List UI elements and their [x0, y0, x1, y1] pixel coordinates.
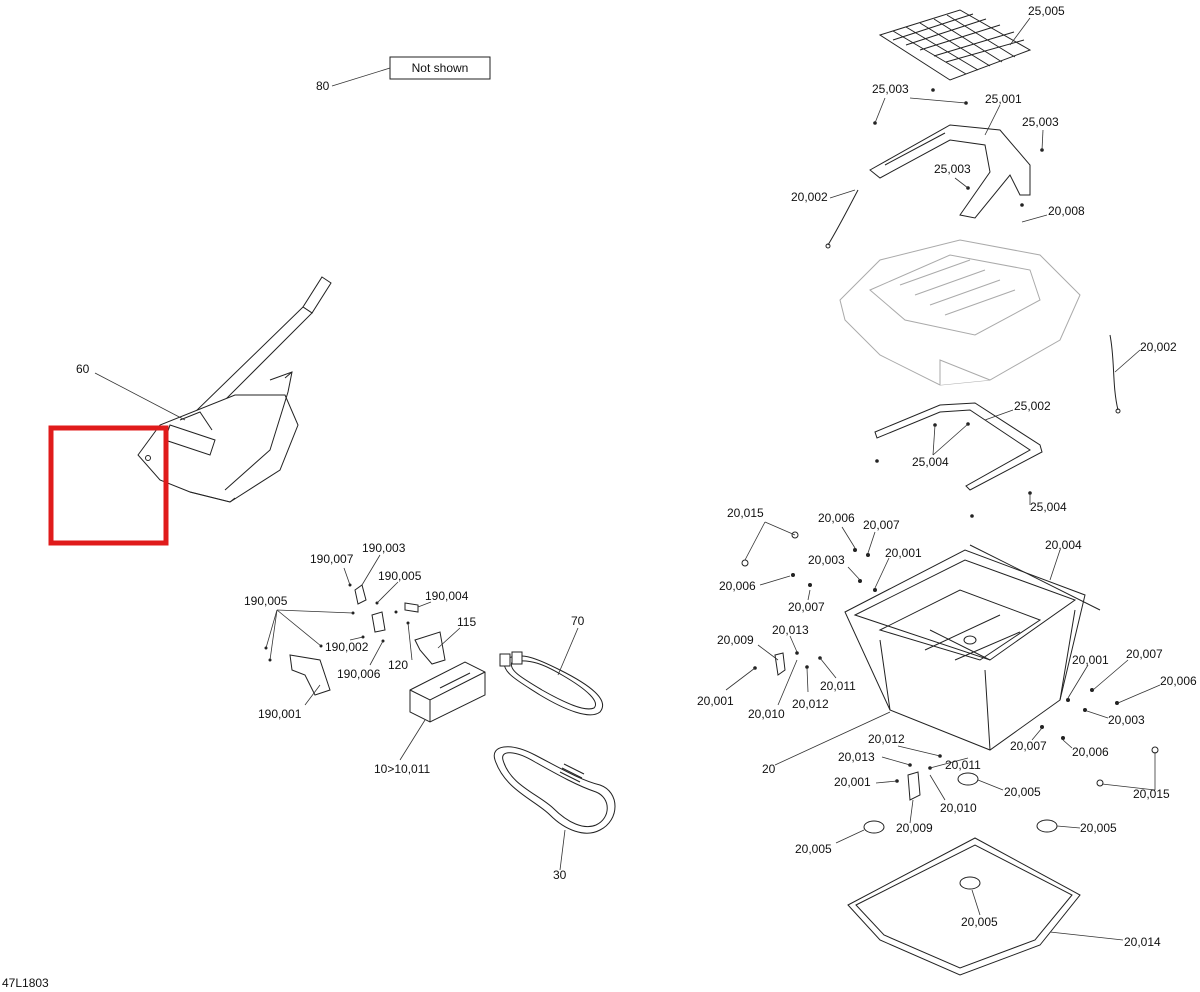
hardware-group-20-right: 20,001 20,007 20,006 20,003 20,007 20,00… [1010, 647, 1197, 801]
label-20013-bottom: 20,013 [838, 750, 875, 764]
not-shown-label: Not shown [412, 61, 469, 75]
label-20010-left: 20,010 [748, 707, 785, 721]
cable-right-part: 20,002 [1109, 334, 1177, 414]
label-20006-lower: 20,006 [1072, 745, 1109, 759]
label-20007-right: 20,007 [1126, 647, 1163, 661]
label-25004-right: 25,004 [1030, 500, 1067, 514]
label-20005-mat: 20,005 [961, 915, 998, 929]
hardware-group-20-bottom: 20,012 20,013 20,011 20,001 20,010 20,00… [795, 732, 1117, 856]
label-20005-right: 20,005 [1080, 821, 1117, 835]
label-190003: 190,003 [362, 541, 406, 555]
hardware-group-20-left: 20,015 20,006 20,007 20,006 20,007 20,00… [697, 506, 922, 721]
label-20001-right: 20,001 [1072, 653, 1109, 667]
label-20014: 20,014 [1124, 935, 1161, 949]
label-20003-right: 20,003 [1108, 713, 1145, 727]
lid-part [839, 239, 1081, 386]
label-20009-bottom: 20,009 [896, 821, 933, 835]
label-25003-mid: 25,003 [934, 162, 971, 176]
label-20010-bottom: 20,010 [940, 801, 977, 815]
label-60: 60 [76, 362, 90, 376]
label-20006-upper: 20,006 [818, 511, 855, 525]
label-25002: 25,002 [1014, 399, 1051, 413]
label-20007-left-bottom: 20,007 [788, 600, 825, 614]
label-10: 10>10,011 [374, 762, 430, 776]
label-190007: 190,007 [310, 552, 354, 566]
label-20006-right: 20,006 [1160, 674, 1197, 688]
label-20: 20 [762, 762, 776, 776]
label-20011-bottom: 20,011 [945, 758, 981, 772]
label-70: 70 [571, 614, 585, 628]
label-190006: 190,006 [337, 667, 381, 681]
label-25005: 25,005 [1028, 4, 1065, 18]
label-20007-lower: 20,007 [1010, 739, 1047, 753]
drawing-code: 47L1803 [2, 976, 49, 990]
drive-belt-part: 30 [493, 746, 616, 882]
label-20002-right: 20,002 [1140, 340, 1177, 354]
label-80: 80 [316, 79, 330, 93]
label-190001: 190,001 [258, 707, 302, 721]
highlight-box [48, 425, 169, 546]
label-115: 115 [457, 615, 476, 629]
label-20002-left: 20,002 [791, 190, 828, 204]
battery-pack-part: 10>10,011 [374, 661, 486, 776]
label-20012-left: 20,012 [792, 697, 829, 711]
label-190002: 190,002 [325, 640, 369, 654]
label-20005-left: 20,005 [795, 842, 832, 856]
label-20001-upper: 20,001 [885, 546, 922, 560]
label-20001-bottom: 20,001 [834, 775, 871, 789]
label-20009-left: 20,009 [717, 633, 754, 647]
label-20006-left: 20,006 [719, 579, 756, 593]
label-120: 120 [388, 658, 408, 672]
label-190005-left: 190,005 [244, 594, 288, 608]
not-shown-callout: Not shown 80 [316, 56, 491, 93]
label-20011-left: 20,011 [820, 679, 856, 693]
cargo-net-part: 25,005 [878, 4, 1065, 81]
hardware-group-190: 190,007 190,003 190,005 190,004 190,005 … [244, 541, 476, 721]
label-25004-left: 25,004 [912, 455, 949, 469]
label-25001: 25,001 [985, 92, 1022, 106]
label-20007-upper: 20,007 [863, 518, 900, 532]
label-190005-right: 190,005 [378, 569, 422, 583]
label-20005-right-upper: 20,005 [1004, 785, 1041, 799]
label-20015-left: 20,015 [727, 506, 764, 520]
label-20013-left: 20,013 [772, 623, 809, 637]
label-20012-bottom: 20,012 [868, 732, 905, 746]
rail-part: 25,002 25,004 25,004 [874, 399, 1067, 518]
label-20015-right: 20,015 [1133, 787, 1170, 801]
label-20003-left: 20,003 [808, 553, 845, 567]
label-25003-top: 25,003 [872, 82, 909, 96]
label-20004: 20,004 [1045, 538, 1082, 552]
label-25003-right: 25,003 [1022, 115, 1059, 129]
label-20008: 20,008 [1048, 204, 1085, 218]
rack-bracket-part: 25,003 25,001 25,003 25,003 20,008 [869, 82, 1085, 223]
strap-part: 70 [499, 614, 603, 716]
cable-left-part: 20,002 [791, 189, 859, 249]
tub-mat-part: 20,005 20,014 [847, 837, 1161, 976]
label-190004: 190,004 [425, 589, 469, 603]
storage-tub-part: 20 20,004 [762, 538, 1101, 776]
label-20001-left: 20,001 [697, 694, 734, 708]
shovel-part: 60 [76, 276, 332, 503]
label-30: 30 [553, 868, 567, 882]
